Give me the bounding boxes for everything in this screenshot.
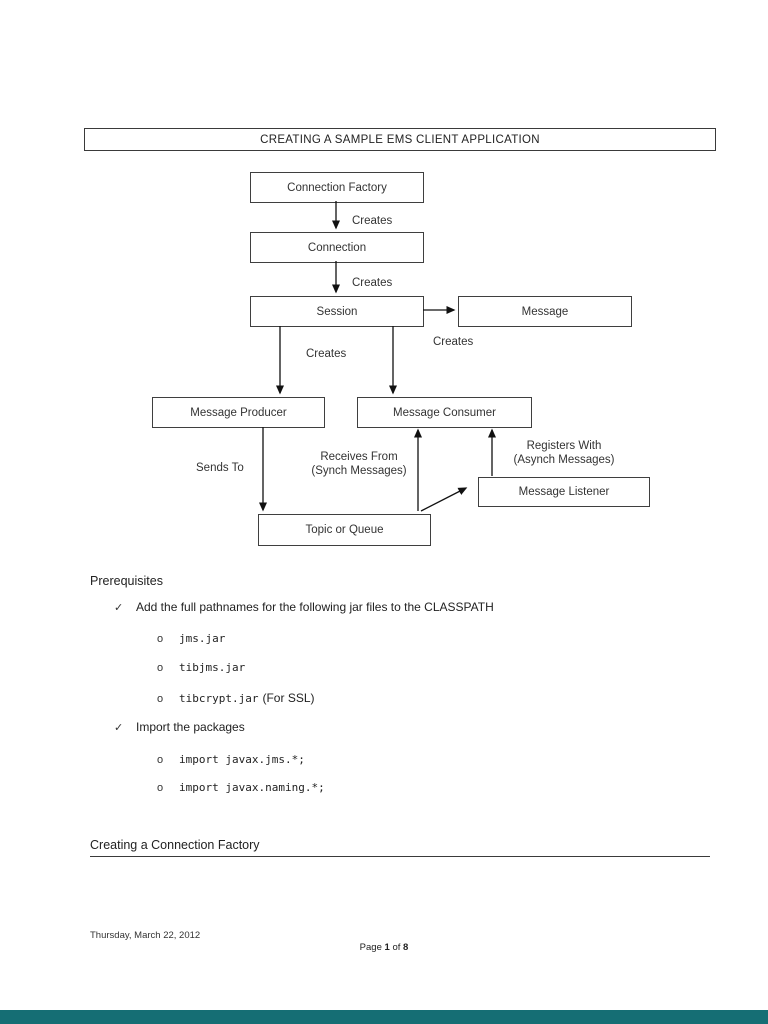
node-label: Message Consumer — [393, 406, 496, 419]
code-text: jms.jar — [179, 632, 226, 645]
node-label: Message Listener — [518, 486, 610, 498]
circle-bullet-icon: o — [157, 662, 164, 674]
node-message-listener: Message Listener — [478, 477, 650, 507]
code-text: tibjms.jar — [179, 661, 246, 674]
circle-bullet-icon: o — [157, 633, 164, 645]
page-total: 8 — [403, 942, 409, 953]
code-text: tibcrypt.jar — [179, 692, 259, 705]
circle-bullet-icon: o — [157, 754, 164, 766]
node-message-producer: Message Producer — [152, 397, 325, 428]
list-item: ✓ Add the full pathnames for the followi… — [114, 600, 494, 614]
document-title: CREATING A SAMPLE EMS CLIENT APPLICATION — [260, 133, 540, 146]
list-item: ✓ Import the packages — [114, 720, 245, 734]
code-text: import javax.naming.*; — [179, 781, 325, 794]
node-topic-or-queue: Topic or Queue — [258, 514, 431, 546]
page-current: 1 — [384, 942, 390, 953]
check-icon: ✓ — [114, 722, 124, 734]
node-label: Message Producer — [190, 406, 287, 419]
code-text: import javax.jms.*; — [179, 753, 305, 766]
list-item: o import javax.jms.*; — [157, 753, 305, 766]
label-receives-from: Receives From (Synch Messages) — [298, 450, 420, 478]
list-item: o jms.jar — [157, 632, 229, 645]
list-item: o tibcrypt.jar (For SSL) — [157, 691, 315, 705]
document-title-box: CREATING A SAMPLE EMS CLIENT APPLICATION — [84, 128, 716, 151]
list-item: o import javax.naming.*; — [157, 781, 325, 794]
node-label: Topic or Queue — [305, 524, 384, 536]
node-label: Session — [316, 305, 358, 318]
node-label: Connection — [307, 241, 367, 254]
check-icon: ✓ — [114, 602, 124, 614]
node-connection: Connection — [250, 232, 424, 263]
list-item-label: Add the full pathnames for the following… — [136, 600, 494, 614]
viewer-bottom-bar — [0, 1010, 768, 1024]
footer-page-number: Page 1 of 8 — [359, 942, 409, 953]
list-item-label: Import the packages — [136, 720, 245, 734]
node-connection-factory: Connection Factory — [250, 172, 424, 203]
label-registers-with: Registers With (Asynch Messages) — [502, 439, 626, 467]
code-note: (For SSL) — [262, 691, 315, 705]
label-creates-message: Creates — [433, 336, 474, 348]
label-receives-from-line2: (Synch Messages) — [311, 465, 407, 477]
label-registers-with-line1: Registers With — [526, 440, 602, 452]
label-receives-from-line1: Receives From — [320, 451, 398, 463]
circle-bullet-icon: o — [157, 693, 164, 705]
circle-bullet-icon: o — [157, 782, 164, 794]
label-creates-top: Creates — [352, 215, 393, 227]
label-creates-mid: Creates — [352, 277, 393, 289]
list-item: o tibjms.jar — [157, 661, 249, 674]
label-sends-to: Sends To — [196, 462, 244, 474]
prerequisites-heading: Prerequisites — [90, 574, 163, 588]
section-divider — [90, 856, 710, 857]
arrow-topic-to-listener — [420, 487, 468, 512]
node-session: Session — [250, 296, 424, 327]
node-label: Message — [521, 305, 569, 318]
label-creates-bottom: Creates — [306, 348, 347, 360]
label-registers-with-line2: (Asynch Messages) — [513, 454, 615, 466]
section-heading: Creating a Connection Factory — [90, 838, 260, 852]
node-label: Connection Factory — [287, 181, 387, 194]
footer-date: Thursday, March 22, 2012 — [90, 930, 201, 941]
node-message-consumer: Message Consumer — [357, 397, 532, 428]
node-message: Message — [458, 296, 632, 327]
